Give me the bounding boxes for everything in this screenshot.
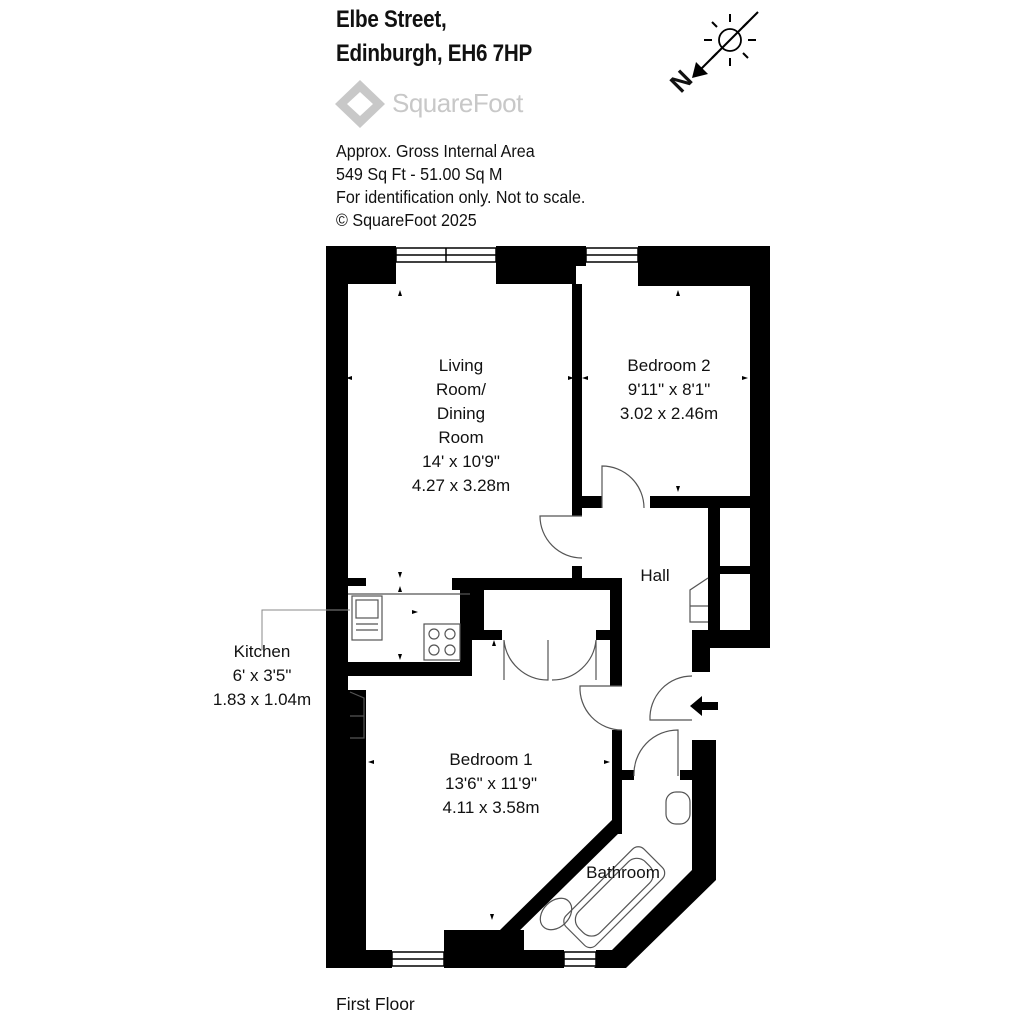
kitchen-metric: 1.83 x 1.04m	[212, 690, 312, 709]
dimension-markers	[346, 290, 748, 920]
kitchen-leader-line	[261, 609, 350, 650]
floor-label: First Floor	[336, 994, 415, 1014]
bedroom-2-imperial: 9'11" x 8'1"	[627, 380, 711, 399]
kitchen-name: Kitchen	[233, 642, 291, 661]
entrance-arrow-icon	[690, 696, 718, 716]
compass-icon	[692, 11, 759, 78]
living-room-imperial: 14' x 10'9"	[422, 452, 500, 471]
bedroom-1-label: Bedroom 1 13'6" x 11'9" 4.11 x 3.58m	[442, 748, 539, 820]
kitchen-imperial: 6' x 3'5"	[232, 666, 292, 685]
windows	[391, 247, 639, 967]
info-disclaimer: For identification only. Not to scale.	[336, 187, 586, 207]
bathroom-fixtures	[539, 791, 691, 949]
bedroom-2-name: Bedroom 2	[627, 356, 711, 375]
bedroom-1-metric: 4.11 x 3.58m	[442, 798, 540, 817]
living-room-metric: 4.27 x 3.28m	[411, 476, 511, 495]
kitchen-label: Kitchen 6' x 3'5" 1.83 x 1.04m	[213, 640, 311, 712]
bedroom-1-imperial: 13'6" x 11'9"	[445, 774, 537, 793]
info-copyright: © SquareFoot 2025	[336, 210, 477, 230]
living-room-name-1: Living	[438, 356, 484, 375]
brand-logo-text: SquareFoot	[392, 88, 523, 118]
living-room-name-3: Dining	[436, 404, 486, 423]
kitchen-fixtures	[348, 593, 470, 661]
bedroom-2-metric: 3.02 x 2.46m	[619, 404, 719, 423]
living-room-name-4: Room	[438, 428, 484, 447]
bedroom-2-label: Bedroom 2 9'11" x 8'1" 3.02 x 2.46m	[620, 354, 718, 426]
info-area-label: Approx. Gross Internal Area	[336, 141, 535, 161]
hall-label: Hall	[640, 566, 670, 585]
living-room-label: Living Room/ Dining Room 14' x 10'9" 4.2…	[412, 354, 510, 498]
address-line-1: Elbe Street,	[336, 6, 447, 33]
bedroom-1-name: Bedroom 1	[449, 750, 533, 769]
info-area-value: 549 Sq Ft - 51.00 Sq M	[336, 164, 503, 184]
address-line-2: Edinburgh, EH6 7HP	[336, 40, 533, 67]
bathroom-label: Bathroom	[586, 863, 660, 882]
doors	[349, 465, 709, 777]
internal-walls	[348, 284, 750, 834]
living-room-name-2: Room/	[435, 380, 487, 399]
